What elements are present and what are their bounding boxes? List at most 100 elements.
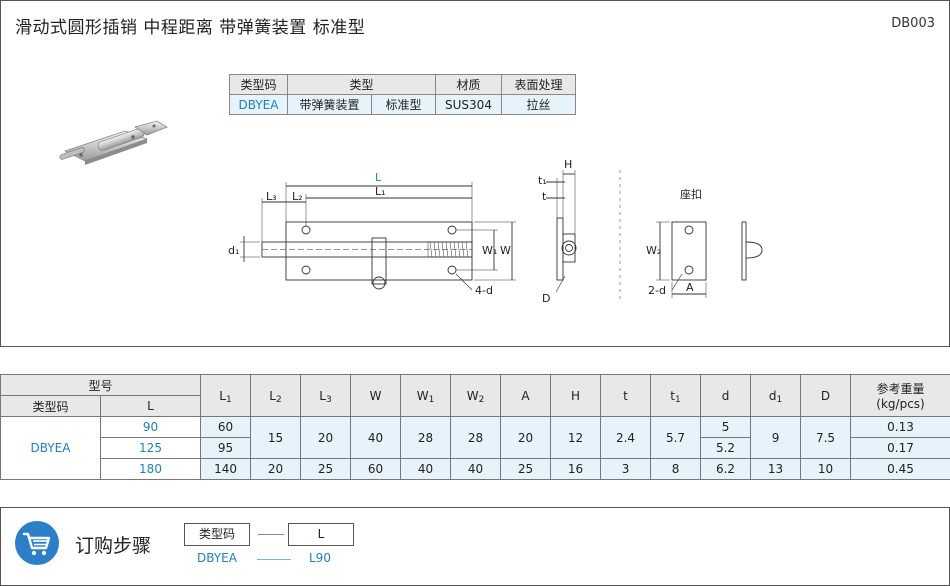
row-L1: 140 bbox=[200, 458, 252, 480]
spec-type-spring: 带弹簧装置 bbox=[287, 94, 372, 115]
label-L2: L₂ bbox=[292, 190, 303, 203]
spec-surface: 拉丝 bbox=[501, 94, 576, 115]
row-L1: 60 bbox=[200, 416, 252, 438]
header-D: D bbox=[800, 374, 852, 417]
order-box-type-code: 类型码 bbox=[184, 523, 250, 546]
page-title: 滑动式圆形插销 中程距离 带弹簧装置 标准型 bbox=[15, 18, 366, 38]
row-W: 40 bbox=[350, 416, 402, 459]
header-L3: L3 bbox=[300, 374, 352, 417]
header-t1: t1 bbox=[650, 374, 702, 417]
spec-material: SUS304 bbox=[435, 94, 502, 115]
spec-header-material: 材质 bbox=[435, 74, 502, 95]
label-D: D bbox=[542, 292, 550, 305]
product-photo bbox=[59, 120, 168, 165]
row-d1: 9 bbox=[750, 416, 802, 459]
spec-table: 类型码 类型 材质 表面处理 DBYEA 带弹簧装置 标准型 SUS304 拉丝 bbox=[229, 74, 576, 115]
body-plate bbox=[285, 221, 473, 281]
row-t: 2.4 bbox=[600, 416, 652, 459]
order-example-L: L90 bbox=[309, 551, 331, 565]
label-2d: 2-d bbox=[648, 284, 666, 297]
row-L1: 95 bbox=[200, 437, 252, 459]
order-steps-panel: 订购步骤 类型码 L DBYEA L90 bbox=[0, 507, 950, 586]
label-H: H bbox=[564, 158, 572, 171]
row-L2: 20 bbox=[250, 458, 302, 480]
row-H: 16 bbox=[550, 458, 602, 480]
spec-header-surface: 表面处理 bbox=[501, 74, 576, 95]
row-t: 3 bbox=[600, 458, 652, 480]
header-A: A bbox=[500, 374, 552, 417]
header-L1: L1 bbox=[200, 374, 252, 417]
row-d1: 13 bbox=[750, 458, 802, 480]
row-W2: 40 bbox=[450, 458, 502, 480]
header-W1: W1 bbox=[400, 374, 452, 417]
row-L: 180 bbox=[99, 458, 202, 480]
header-t: t bbox=[600, 374, 652, 417]
table-row: DBYEA 90 60 15 20 40 28 28 20 12 2.4 5.7… bbox=[0, 416, 950, 480]
label-W1: W₁ bbox=[482, 244, 497, 257]
row-d: 5.2 bbox=[700, 437, 752, 459]
header-weight: 参考重量(kg/pcs) bbox=[850, 374, 950, 417]
row-W1: 28 bbox=[400, 416, 452, 459]
header-d1: d1 bbox=[750, 374, 802, 417]
table-row: 180 140 20 25 60 40 40 25 16 3 8 6.2 13 … bbox=[1, 458, 950, 480]
row-W1: 40 bbox=[400, 458, 452, 480]
order-dash bbox=[258, 534, 284, 535]
product-spec-panel: 滑动式圆形插销 中程距离 带弹簧装置 标准型 DB003 bbox=[0, 0, 950, 347]
row-t1: 8 bbox=[650, 458, 702, 480]
label-W2: W₂ bbox=[646, 244, 661, 257]
order-box-L: L bbox=[288, 523, 354, 546]
row-L: 125 bbox=[99, 437, 202, 459]
row-W: 60 bbox=[350, 458, 402, 480]
row-W2: 28 bbox=[450, 416, 502, 459]
row-d: 6.2 bbox=[700, 458, 752, 480]
label-A: A bbox=[686, 281, 694, 294]
shopping-cart-icon bbox=[15, 521, 59, 565]
order-example-type-code: DBYEA bbox=[197, 551, 237, 565]
header-model: 型号 bbox=[0, 374, 202, 396]
table-header-row-2: 类型码 L bbox=[0, 395, 950, 417]
row-D: 10 bbox=[800, 458, 852, 480]
header-L2: L2 bbox=[250, 374, 302, 417]
row-t1: 5.7 bbox=[650, 416, 702, 459]
technical-drawing: L L₁ L₂ L₃ d₁ W₁ W 4-d H t₁ t D 座扣 W₂ 2-… bbox=[228, 158, 763, 305]
row-L3: 20 bbox=[300, 416, 352, 459]
row-A: 20 bbox=[500, 416, 552, 459]
label-t1: t₁ bbox=[538, 174, 547, 187]
header-d: d bbox=[700, 374, 752, 417]
row-D: 7.5 bbox=[800, 416, 852, 459]
row-H: 12 bbox=[550, 416, 602, 459]
header-L: L bbox=[99, 395, 202, 417]
order-title: 订购步骤 bbox=[75, 535, 152, 557]
header-H: H bbox=[550, 374, 602, 417]
header-W2: W2 bbox=[450, 374, 502, 417]
dimension-table: 型号 L1 L2 L3 W W1 W2 A H t t1 d d1 D 参考重量… bbox=[0, 374, 950, 480]
product-code: DB003 bbox=[891, 16, 935, 31]
label-L: L bbox=[375, 171, 382, 184]
row-L3: 25 bbox=[300, 458, 352, 480]
label-d1: d₁ bbox=[228, 244, 239, 257]
label-t: t bbox=[542, 190, 547, 203]
row-L: 90 bbox=[99, 416, 202, 438]
spec-value-row: DBYEA 带弹簧装置 标准型 SUS304 拉丝 bbox=[229, 94, 576, 115]
row-A: 25 bbox=[500, 458, 552, 480]
row-weight: 0.13 bbox=[850, 416, 950, 438]
row-d: 5 bbox=[700, 416, 752, 438]
label-L3: L₃ bbox=[266, 190, 277, 203]
label-seat: 座扣 bbox=[680, 187, 702, 201]
spec-header-type: 类型 bbox=[287, 74, 436, 95]
spec-type-standard: 标准型 bbox=[371, 94, 436, 115]
spec-type-code: DBYEA bbox=[229, 94, 288, 115]
label-L1: L₁ bbox=[375, 185, 386, 198]
label-W: W bbox=[500, 244, 511, 257]
table-header-row-1: 型号 L1 L2 L3 W W1 W2 A H t t1 d d1 D 参考重量… bbox=[0, 374, 950, 417]
row-weight: 0.17 bbox=[850, 437, 950, 459]
label-4d: 4-d bbox=[475, 284, 493, 297]
row-L2: 15 bbox=[250, 416, 302, 459]
spec-header-type-code: 类型码 bbox=[229, 74, 288, 95]
header-W: W bbox=[350, 374, 402, 417]
row-weight: 0.45 bbox=[850, 458, 950, 480]
table-row: 125 95 5.2 0.17 bbox=[1, 437, 950, 459]
header-type-code: 类型码 bbox=[0, 395, 101, 417]
order-example-dash bbox=[257, 559, 291, 560]
spec-header-row: 类型码 类型 材质 表面处理 bbox=[229, 74, 576, 95]
